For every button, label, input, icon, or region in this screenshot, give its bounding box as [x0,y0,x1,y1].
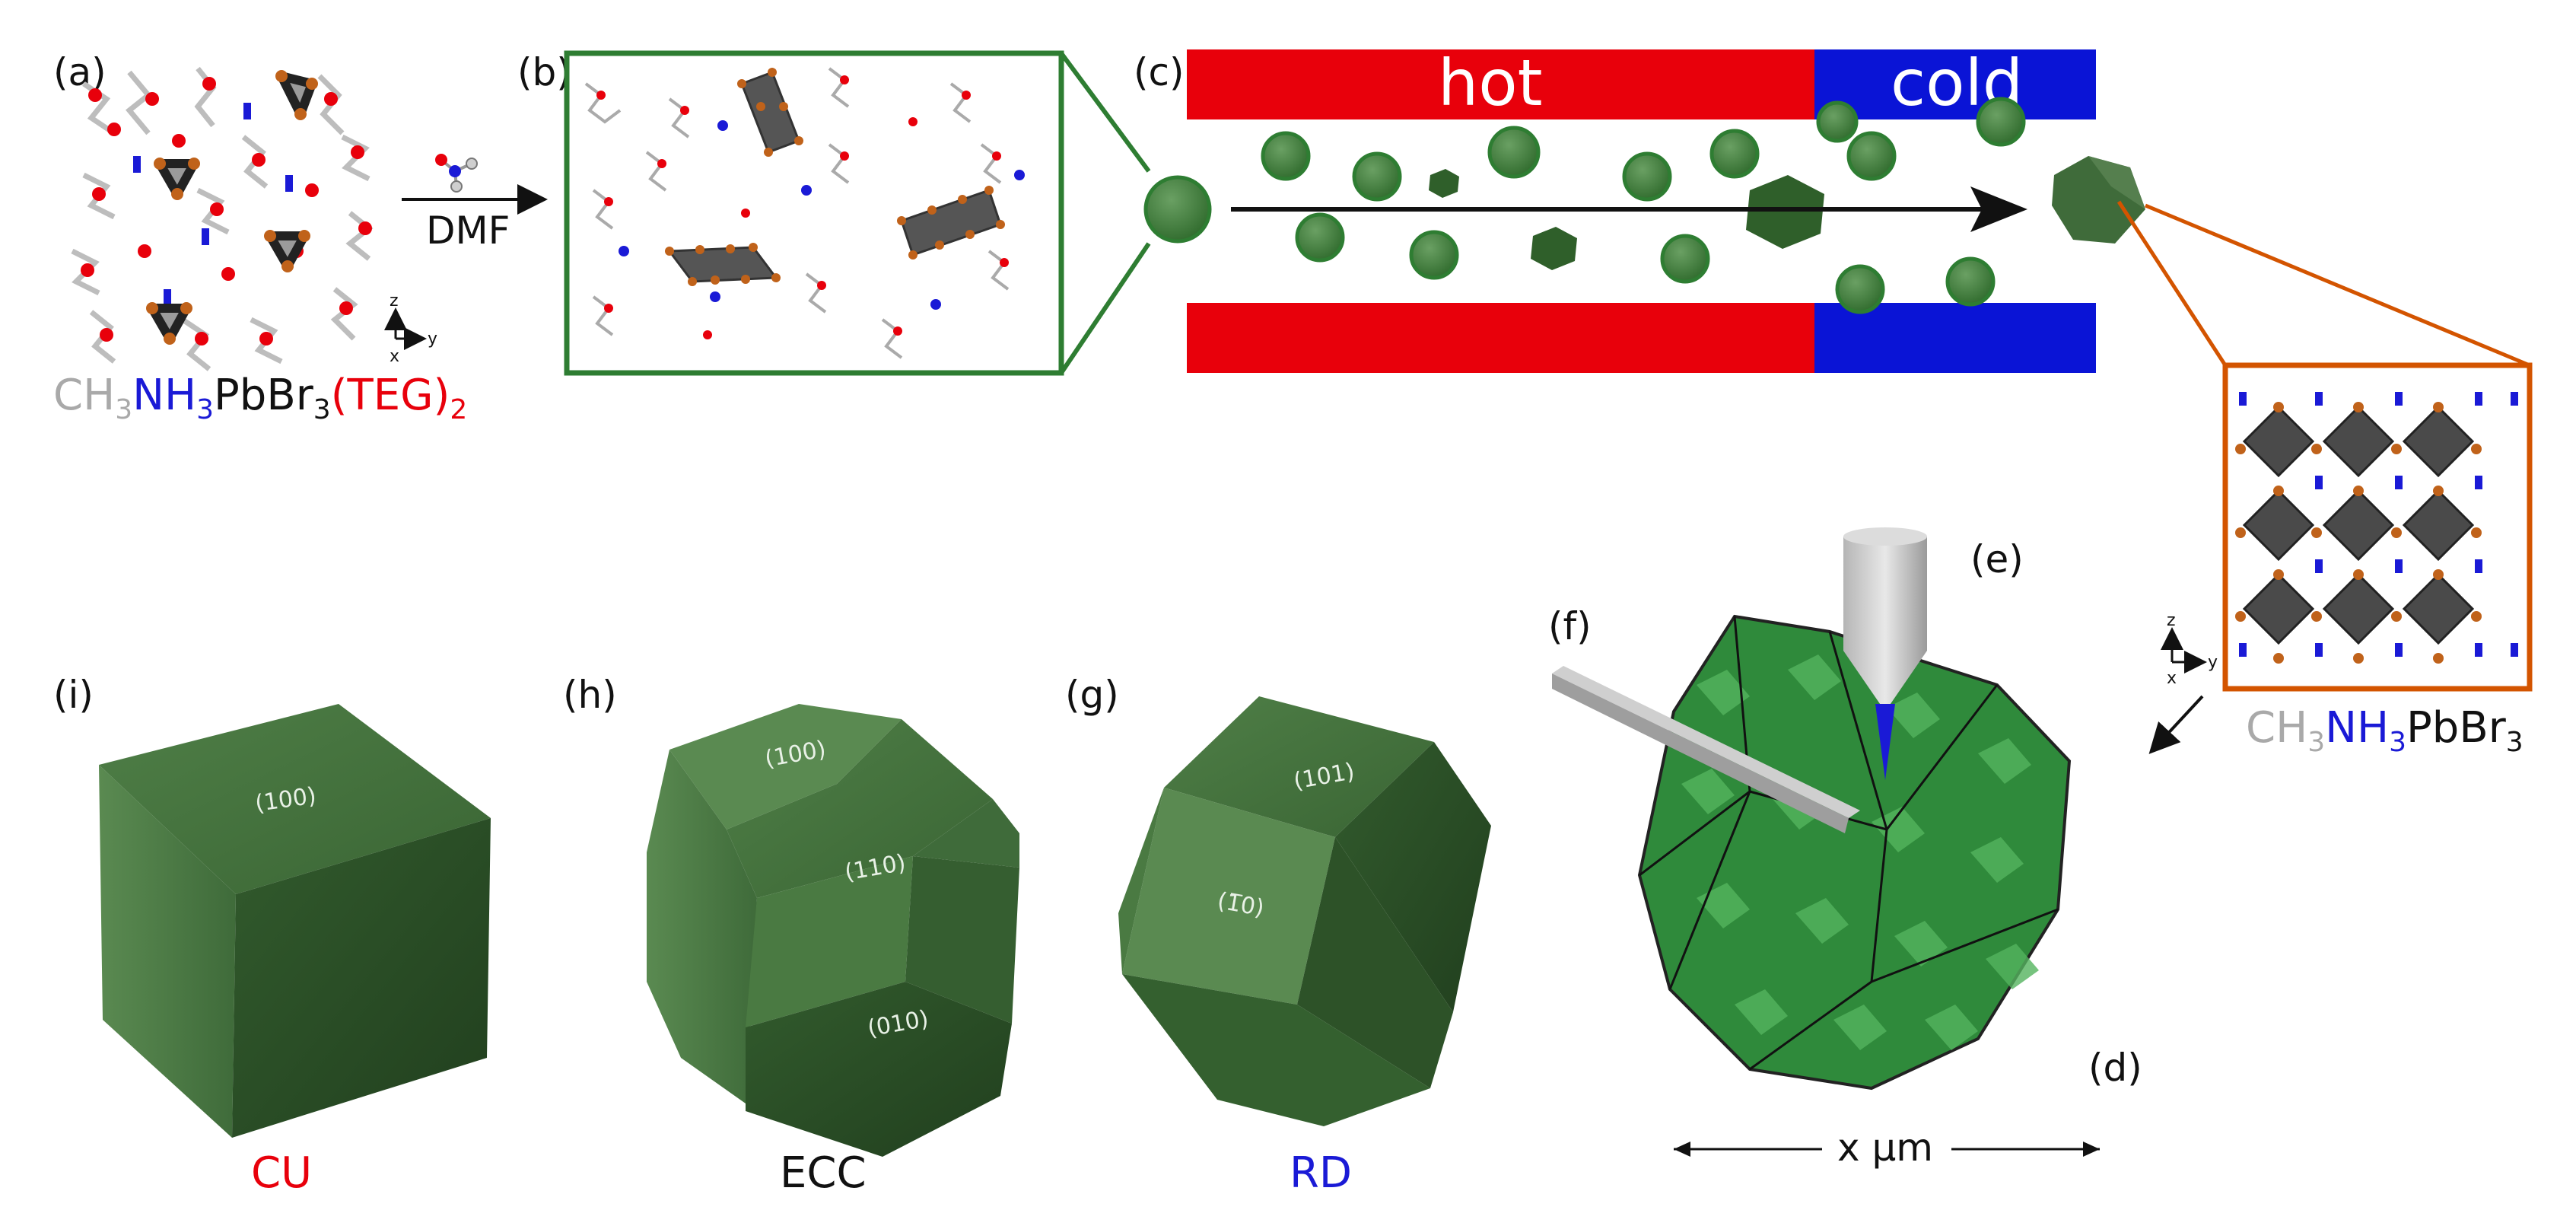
ecc-front-face [746,856,913,1027]
ecc-top-left-face [669,704,902,830]
formula-a: CH3NH3PbBr3(TEG)2 [53,371,467,425]
dmf-molecule-icon [435,154,478,193]
axis-z-label-d: z [2167,611,2176,630]
nanocrystal-body [1637,614,2072,1091]
panel-label-i: (i) [53,673,94,717]
afm-tip [1843,527,1927,780]
scale-label: x μm [1837,1126,1933,1170]
rd-front-face [1122,788,1335,1005]
nucleus-droplet [1143,175,1212,244]
panel-g-rd: (g) (101) (1̅0) RD [1065,673,1491,1198]
nanocrystal-subunits [1681,654,2039,1050]
panel-h-ecc: (h) (100) (110) (010) ECC [563,673,1019,1198]
ecc-left-face [647,750,757,1103]
panel-d-afm: (e) (f) (d) x μm [1548,527,2142,1170]
pbbr-chain-clusters [667,71,1002,283]
hot-label: hot [1438,46,1543,120]
bromine-atoms-b [665,68,1005,286]
bromine-atoms-d [2235,402,2482,664]
axes-icon-a: z y x [384,291,437,366]
panel-label-d: (d) [2088,1046,2142,1090]
panel-i-cube: (i) (100) CU [53,673,491,1198]
cube-left-face [99,765,236,1138]
cube-right-face [232,818,491,1138]
nitrogen-atoms-b [619,120,1025,310]
methylammonium-cations [2239,392,2518,657]
panel-a: (a) [53,50,467,425]
oxygen-atoms-b [596,75,1009,339]
formula-d: CH3NH3PbBr3 [2246,703,2524,758]
solvated-molecules [584,67,1010,359]
panel-label-h: (h) [563,673,617,717]
axes-icon-d: z y x [2161,611,2218,688]
ecc-bottom-face [746,982,1012,1157]
hot-zone-bottom [1187,303,1814,373]
faceted-crystals-in-channel [1429,169,1824,270]
panel-label-e: (e) [1970,537,2024,581]
axis-y-label-a: y [428,330,437,349]
crystal-name-ecc: ECC [780,1148,867,1198]
rd-bottom-face [1122,974,1430,1126]
teg-molecule-cluster [71,66,374,371]
panel-label-a: (a) [53,50,107,94]
panel-label-b: (b) [517,50,571,94]
panel-b: (b) [517,50,1212,376]
dmf-arrow: DMF [402,154,548,253]
afm-cantilever [1552,666,1860,833]
panel-d-lattice: z y x CH3NH3PbBr3 [2116,200,2533,758]
axis-z-label-a: z [390,291,399,310]
cold-zone-bottom [1814,303,2096,373]
panel-label-c: (c) [1134,50,1185,94]
crystal-name-cu: CU [251,1148,312,1198]
panel-label-g: (g) [1065,673,1119,717]
panel-label-f: (f) [1548,604,1592,648]
rd-top-face [1164,696,1434,837]
growing-particles [1261,97,2026,314]
axis-x-label-a: x [390,347,399,366]
dmf-label: DMF [426,209,510,253]
ecc-top-face [727,719,993,898]
crystal-name-rd: RD [1290,1148,1352,1198]
rd-right-face [1335,742,1491,1012]
lattice-to-afm-arrow [2148,695,2204,754]
panel-c: (c) hot cold [1134,46,2145,373]
hot-zone-top [1187,49,1814,119]
axis-y-label-d: y [2208,653,2218,672]
cold-zone-top [1814,49,2096,119]
axis-x-label-d: x [2167,669,2177,688]
octahedra-lattice [2242,405,2475,645]
cube-top-face [99,704,491,894]
